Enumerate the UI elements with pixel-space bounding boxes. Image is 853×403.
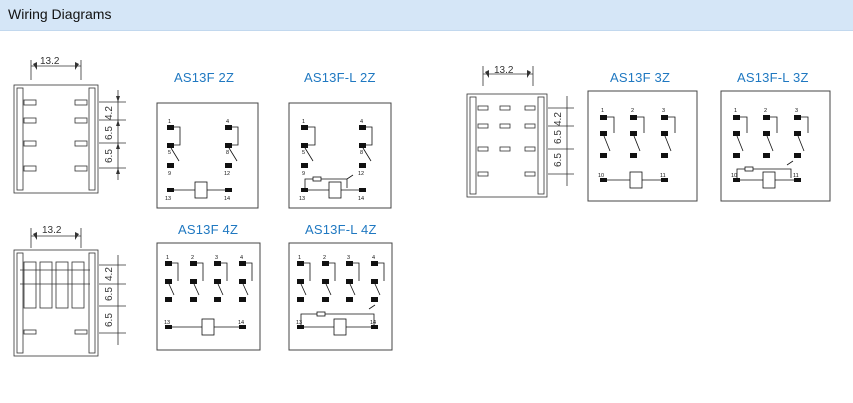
dim-pitch-b-4z: 6.5 bbox=[104, 287, 115, 301]
svg-text:2: 2 bbox=[764, 108, 767, 114]
section-title: Wiring Diagrams bbox=[8, 6, 112, 22]
model-title-as13f-l-3z: AS13F-L 3Z bbox=[737, 70, 809, 85]
svg-text:5: 5 bbox=[302, 150, 305, 156]
model-title-as13f-l-2z: AS13F-L 2Z bbox=[304, 70, 376, 85]
svg-text:9: 9 bbox=[302, 171, 305, 177]
svg-text:13: 13 bbox=[164, 320, 170, 326]
pin-outline-2z bbox=[13, 60, 126, 194]
svg-text:13: 13 bbox=[296, 320, 302, 326]
model-title-as13f-3z: AS13F 3Z bbox=[610, 70, 671, 85]
svg-text:3: 3 bbox=[215, 255, 218, 261]
svg-text:14: 14 bbox=[238, 320, 244, 326]
svg-text:1: 1 bbox=[734, 108, 737, 114]
svg-text:1: 1 bbox=[601, 108, 604, 114]
svg-text:4.2: 4.2 bbox=[104, 106, 115, 120]
dim-width-4z: 13.2 bbox=[42, 225, 62, 236]
svg-text:4.2: 4.2 bbox=[553, 112, 564, 126]
svg-text:14: 14 bbox=[224, 196, 230, 202]
svg-text:14: 14 bbox=[358, 196, 364, 202]
svg-text:6.5: 6.5 bbox=[104, 287, 115, 301]
svg-text:5: 5 bbox=[168, 150, 171, 156]
svg-text:12: 12 bbox=[358, 171, 364, 177]
dim-pitch-c-2z: 6.5 bbox=[104, 149, 115, 163]
svg-text:4: 4 bbox=[240, 255, 243, 261]
svg-text:6.5: 6.5 bbox=[553, 153, 564, 167]
svg-text:2: 2 bbox=[191, 255, 194, 261]
section-header: Wiring Diagrams bbox=[0, 0, 853, 31]
svg-text:10: 10 bbox=[731, 173, 737, 179]
svg-text:1: 1 bbox=[166, 255, 169, 261]
svg-text:11: 11 bbox=[660, 173, 666, 179]
svg-text:6.5: 6.5 bbox=[104, 313, 115, 327]
svg-text:12: 12 bbox=[224, 171, 230, 177]
pin-outline-3z bbox=[466, 66, 574, 198]
dim-pitch-c-4z: 6.5 bbox=[104, 313, 115, 327]
svg-text:8: 8 bbox=[360, 150, 363, 156]
svg-text:2: 2 bbox=[631, 108, 634, 114]
svg-text:10: 10 bbox=[598, 173, 604, 179]
model-title-as13f-4z: AS13F 4Z bbox=[178, 222, 239, 237]
schematic-3z: 1 2 3 10 11 bbox=[598, 108, 676, 189]
svg-text:13: 13 bbox=[299, 196, 305, 202]
svg-text:2: 2 bbox=[323, 255, 326, 261]
svg-text:3: 3 bbox=[347, 255, 350, 261]
pin-outline-4z bbox=[13, 228, 126, 357]
svg-text:14: 14 bbox=[370, 320, 376, 326]
dim-width-2z: 13.2 bbox=[40, 56, 60, 67]
dim-pitch-b-3z: 6.5 bbox=[553, 130, 564, 144]
schematic-4z-l: 1 2 3 4 13 14 bbox=[296, 255, 385, 336]
svg-text:1: 1 bbox=[302, 119, 305, 125]
svg-text:6.5: 6.5 bbox=[104, 126, 115, 140]
svg-text:4: 4 bbox=[360, 119, 363, 125]
svg-text:6.5: 6.5 bbox=[104, 149, 115, 163]
svg-text:13.2: 13.2 bbox=[40, 56, 60, 67]
schematic-3z-l: 1 2 3 10 11 bbox=[731, 108, 809, 189]
svg-text:3: 3 bbox=[795, 108, 798, 114]
svg-text:13: 13 bbox=[165, 196, 171, 202]
svg-text:1: 1 bbox=[298, 255, 301, 261]
model-title-as13f-2z: AS13F 2Z bbox=[174, 70, 235, 85]
model-title-as13f-l-4z: AS13F-L 4Z bbox=[305, 222, 377, 237]
svg-text:4.2: 4.2 bbox=[104, 267, 115, 281]
svg-text:8: 8 bbox=[226, 150, 229, 156]
dim-pitch-a-4z: 4.2 bbox=[104, 267, 115, 281]
svg-text:6.5: 6.5 bbox=[553, 130, 564, 144]
svg-text:1: 1 bbox=[168, 119, 171, 125]
svg-text:9: 9 bbox=[168, 171, 171, 177]
dim-width-3z: 13.2 bbox=[494, 65, 514, 76]
svg-text:4: 4 bbox=[226, 119, 229, 125]
dim-pitch-a-3z: 4.2 bbox=[553, 112, 564, 126]
dim-pitch-a-2z: 4.2 bbox=[104, 106, 115, 120]
svg-text:11: 11 bbox=[793, 173, 799, 179]
svg-text:13.2: 13.2 bbox=[494, 65, 514, 76]
dim-pitch-b-2z: 6.5 bbox=[104, 126, 115, 140]
svg-text:4: 4 bbox=[372, 255, 375, 261]
svg-text:3: 3 bbox=[662, 108, 665, 114]
schematic-4z: 1 2 3 4 13 14 bbox=[164, 255, 253, 336]
dim-pitch-c-3z: 6.5 bbox=[553, 153, 564, 167]
svg-text:13.2: 13.2 bbox=[42, 225, 62, 236]
